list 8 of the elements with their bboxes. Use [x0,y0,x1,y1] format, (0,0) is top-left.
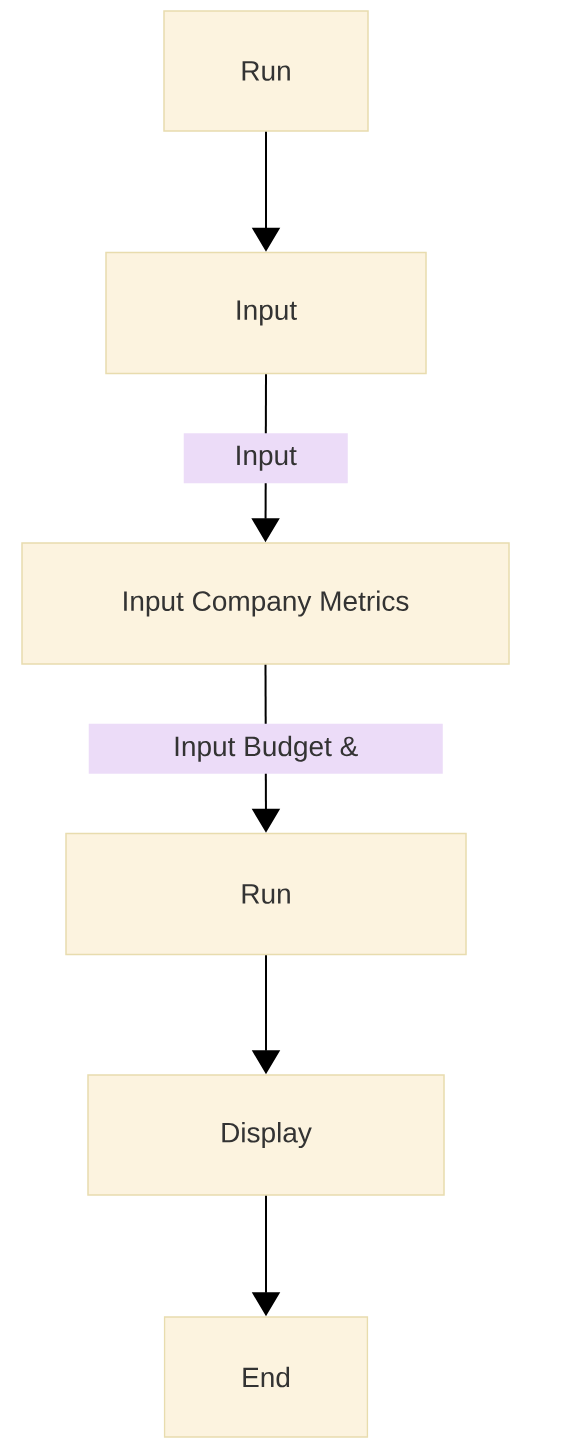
edge-label: Input [183,433,348,484]
process-box: Display [87,1074,445,1196]
process-box: Run [163,10,369,132]
process-box: Run [65,832,467,956]
process-box: Input Company Metrics [21,542,510,665]
edge-label: Input Budget & [88,723,443,774]
process-box: End [163,1316,369,1438]
process-box: Input [105,251,427,375]
